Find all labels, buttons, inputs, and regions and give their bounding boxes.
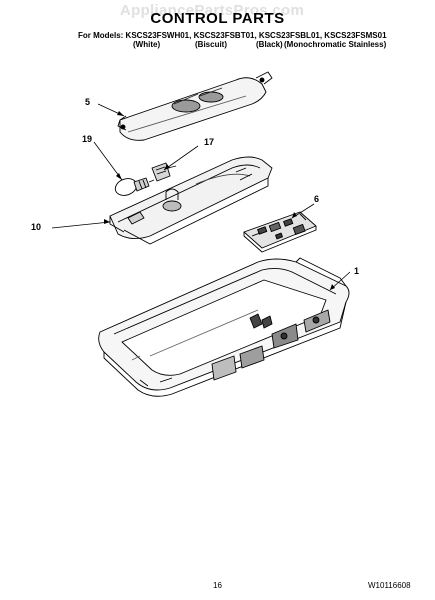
callout-arrowheads	[104, 111, 335, 290]
leader-19	[93, 141, 123, 181]
color-label-white: (White)	[133, 40, 161, 49]
part-5-light-cover	[117, 71, 273, 141]
color-label-black: (Black)	[256, 40, 283, 49]
part-1-control-housing	[98, 257, 350, 397]
page-number: 16	[213, 581, 222, 590]
callout-19: 19	[82, 134, 93, 144]
part-19-bulb	[114, 177, 155, 196]
callout-5: 5	[85, 97, 91, 107]
part-6-control-board	[243, 211, 317, 253]
color-label-biscuit: (Biscuit)	[195, 40, 227, 49]
leader-17	[163, 145, 199, 171]
callout-1: 1	[354, 266, 360, 276]
part-17-socket	[151, 162, 177, 182]
models-line: For Models: KSCS23FSWH01, KSCS23FSBT01, …	[78, 31, 387, 40]
callout-6: 6	[314, 194, 320, 204]
page-title: CONTROL PARTS	[150, 10, 285, 27]
color-label-stainless: (Monochromatic Stainless)	[284, 40, 387, 49]
document-number: W10116608	[368, 581, 411, 590]
callout-17: 17	[204, 137, 215, 147]
watermark: AppliancePartsPros.com	[120, 2, 305, 19]
part-10-light-tray	[109, 156, 273, 245]
callout-10: 10	[31, 222, 42, 232]
leader-10	[51, 221, 111, 229]
